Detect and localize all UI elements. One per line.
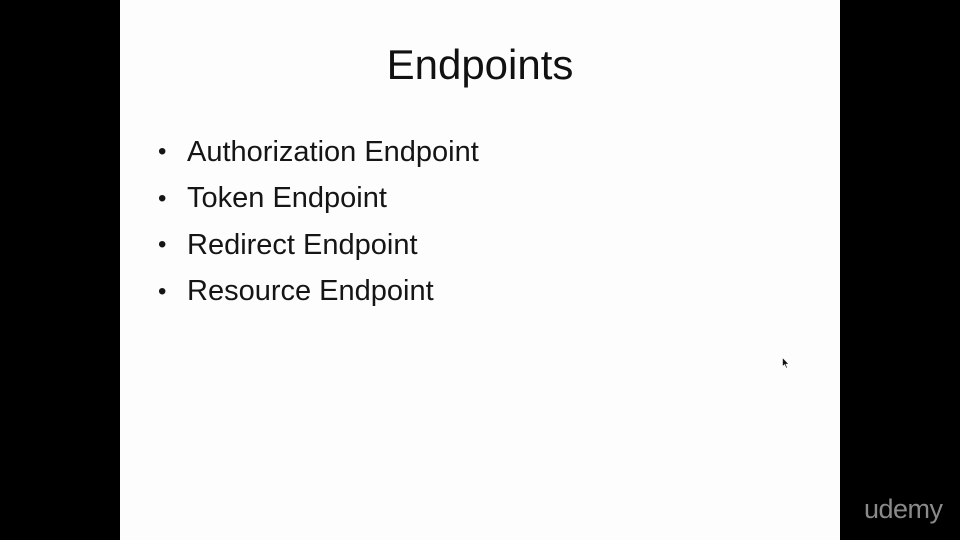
presentation-slide: Endpoints • Authorization Endpoint • Tok…	[120, 0, 840, 540]
mouse-pointer-icon	[782, 357, 790, 369]
list-item: • Redirect Endpoint	[158, 222, 479, 269]
bullet-dot: •	[158, 184, 167, 212]
list-item: • Authorization Endpoint	[158, 129, 479, 176]
bullet-text: Redirect Endpoint	[187, 228, 418, 261]
bullet-list: • Authorization Endpoint • Token Endpoin…	[158, 129, 479, 315]
list-item: • Resource Endpoint	[158, 269, 479, 316]
bullet-text: Resource Endpoint	[187, 275, 434, 308]
bullet-dot: •	[158, 277, 167, 305]
bullet-text: Authorization Endpoint	[187, 135, 479, 168]
udemy-watermark: udemy	[864, 494, 943, 524]
bullet-dot: •	[158, 231, 167, 259]
bullet-text: Token Endpoint	[187, 182, 387, 215]
bullet-dot: •	[158, 138, 167, 166]
slide-title: Endpoints	[386, 41, 574, 88]
list-item: • Token Endpoint	[158, 176, 479, 223]
